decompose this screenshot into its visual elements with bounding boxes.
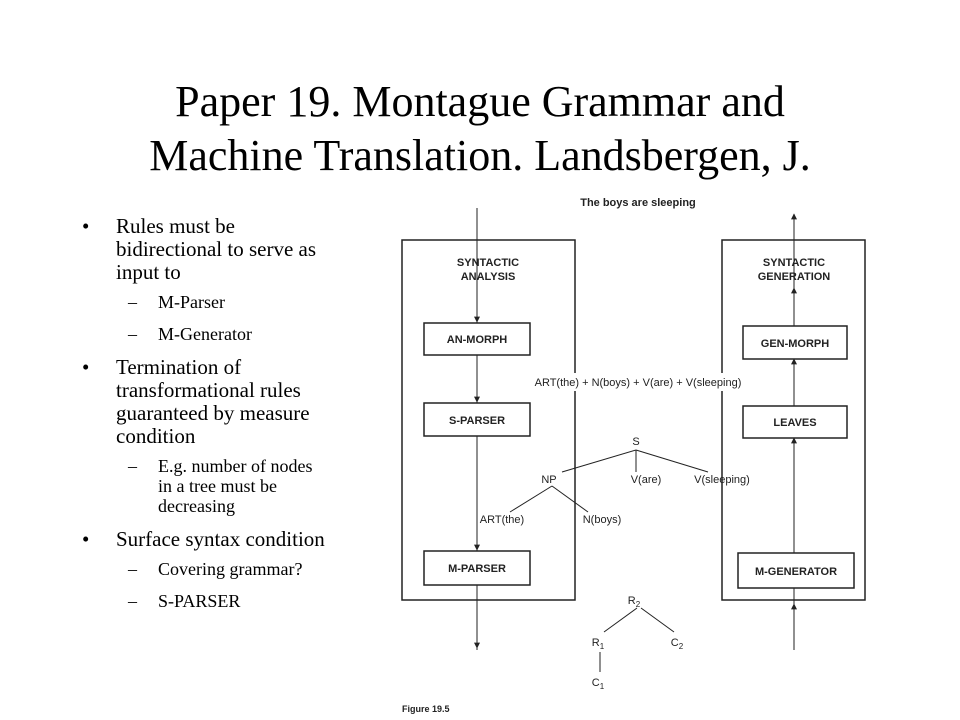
tree-edge-s-np (561, 449, 637, 473)
analysis-box (401, 239, 576, 601)
bullet-dot: • (82, 355, 90, 379)
an-morph-box (423, 322, 531, 356)
leaves-box (742, 405, 848, 439)
m-parser-box (423, 550, 531, 586)
analysis-heading-1: SYNTACTIC (457, 257, 519, 269)
bullet-2-line-1: Termination of (116, 355, 242, 379)
bullet-2-line-3: guaranteed by measure (116, 401, 310, 425)
analysis-heading-2: ANALYSIS (461, 271, 516, 283)
tree-node-v-sleeping: V(sleeping) (694, 474, 750, 486)
tree-edge-np-n (551, 485, 589, 513)
sequence-backdrop (506, 373, 772, 391)
sub-bullet-covering-grammar: – Covering grammar? (128, 559, 303, 579)
title-line-1: Paper 19. Montague Grammar and (175, 77, 785, 126)
slide-title: Paper 19. Montague Grammar and Machine T… (0, 75, 960, 183)
sub-bullet-node-count: – E.g. number of nodes in a tree must be… (128, 456, 313, 516)
tree-node-v-are: V(are) (631, 474, 662, 486)
bullet-list: • Rules must be bidirectional to serve a… (82, 215, 402, 623)
tree-node-art: ART(the) (480, 514, 524, 526)
s-parser-label: S-PARSER (449, 415, 505, 427)
leaves-label: LEAVES (773, 417, 816, 429)
m-parser-label: M-PARSER (448, 563, 506, 575)
derivation-edge-r2-c2 (640, 607, 675, 633)
sub-bullet-dash: – (128, 292, 137, 312)
m-generator-label: M-GENERATOR (755, 566, 837, 578)
sub-bullet-dash: – (128, 456, 137, 476)
bullet-2: • Termination of transformational rules … (82, 356, 402, 448)
sub-bullet-dash: – (128, 591, 137, 611)
m-generator-box (737, 552, 855, 589)
derivation-node-c1: C1 (592, 677, 605, 691)
bullet-dot: • (82, 214, 90, 238)
title-line-2: Machine Translation. Landsbergen, J. (149, 131, 811, 180)
tree-node-n: N(boys) (583, 514, 622, 526)
figure-diagram: The boys are sleeping SYNTACTIC ANALYSIS… (401, 197, 866, 714)
derivation-node-r1: R1 (592, 637, 605, 651)
sub-bullet-dash: – (128, 324, 137, 344)
bullet-1: • Rules must be bidirectional to serve a… (82, 215, 402, 284)
sub-bullet-m-generator: – M-Generator (128, 324, 252, 344)
bullet-1-line-1: Rules must be (116, 214, 235, 238)
derivation-edge-r2-r1 (603, 607, 638, 633)
morpheme-sequence: ART(the) + N(boys) + V(are) + V(sleeping… (535, 377, 742, 389)
gen-morph-box (742, 325, 848, 360)
tree-node-np: NP (541, 474, 556, 486)
bullet-2-line-2: transformational rules (116, 378, 301, 402)
bullet-3-line-1: Surface syntax condition (116, 527, 325, 551)
bullet-1-line-2: bidirectional to serve as (116, 237, 317, 261)
tree-node-s: S (632, 436, 639, 448)
sub-bullet-m-parser: – M-Parser (128, 292, 225, 312)
bullet-1-line-3: input to (116, 260, 181, 284)
s-parser-box (423, 402, 531, 437)
bullet-2-line-4: condition (116, 424, 196, 448)
derivation-node-r2: R2 (628, 595, 641, 609)
tree-root-backdrop (626, 432, 648, 446)
sub-bullet-s-parser: – S-PARSER (128, 591, 241, 611)
bullet-3: • Surface syntax condition (82, 528, 402, 551)
figure-caption: Figure 19.5 (402, 704, 450, 714)
tree-edge-s-v-sleeping (635, 449, 709, 473)
figure-top-caption: The boys are sleeping (580, 197, 696, 209)
tree-edge-np-art (509, 485, 553, 513)
an-morph-label: AN-MORPH (447, 334, 508, 346)
derivation-node-c2: C2 (671, 637, 684, 651)
gen-morph-label: GEN-MORPH (761, 338, 830, 350)
sub-bullet-dash: – (128, 559, 137, 579)
bullet-dot: • (82, 527, 90, 551)
